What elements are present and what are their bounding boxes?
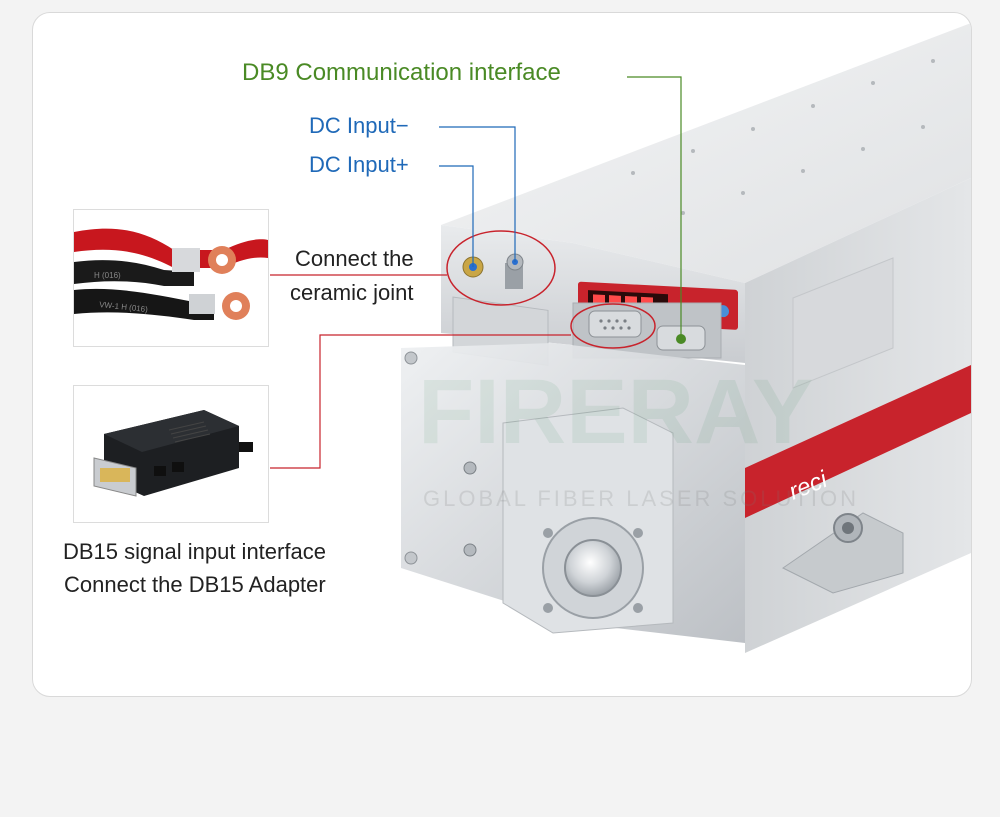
dc-minus-label: DC Input− — [309, 113, 409, 138]
ceramic-label-line2: ceramic joint — [290, 280, 414, 305]
watermark-logo: FIRERAY — [418, 361, 813, 463]
svg-text:H (016): H (016) — [94, 271, 121, 280]
db15-port — [588, 310, 642, 338]
db15-label-line1: DB15 signal input interface — [63, 539, 326, 564]
dc-plus-label: DC Input+ — [309, 152, 409, 177]
product-card: reci — [32, 12, 972, 697]
watermark-tagline: GLOBAL FIBER LASER SOLUTION — [423, 486, 859, 511]
top-screws — [631, 59, 935, 215]
db15-callout-circle — [570, 303, 656, 349]
red-stripe — [745, 365, 971, 518]
db15-leader — [270, 334, 571, 469]
dc-plus-leader — [439, 165, 474, 267]
db15-label-line2: Connect the DB15 Adapter — [64, 572, 326, 597]
output-lens — [564, 539, 622, 597]
cable-lug-photo: VW-1 H (016) H (016) — [73, 209, 269, 347]
ceramic-label-line1: Connect the — [295, 246, 414, 271]
housing-top — [441, 23, 971, 283]
db15-adapter-photo — [73, 385, 269, 523]
dc-minus-leader — [439, 126, 516, 262]
db9-label: DB9 Communication interface — [242, 59, 561, 86]
laser-module-illustration: reci — [270, 23, 971, 653]
db9-leader — [627, 76, 682, 341]
terminal-callout-circle — [446, 230, 556, 306]
